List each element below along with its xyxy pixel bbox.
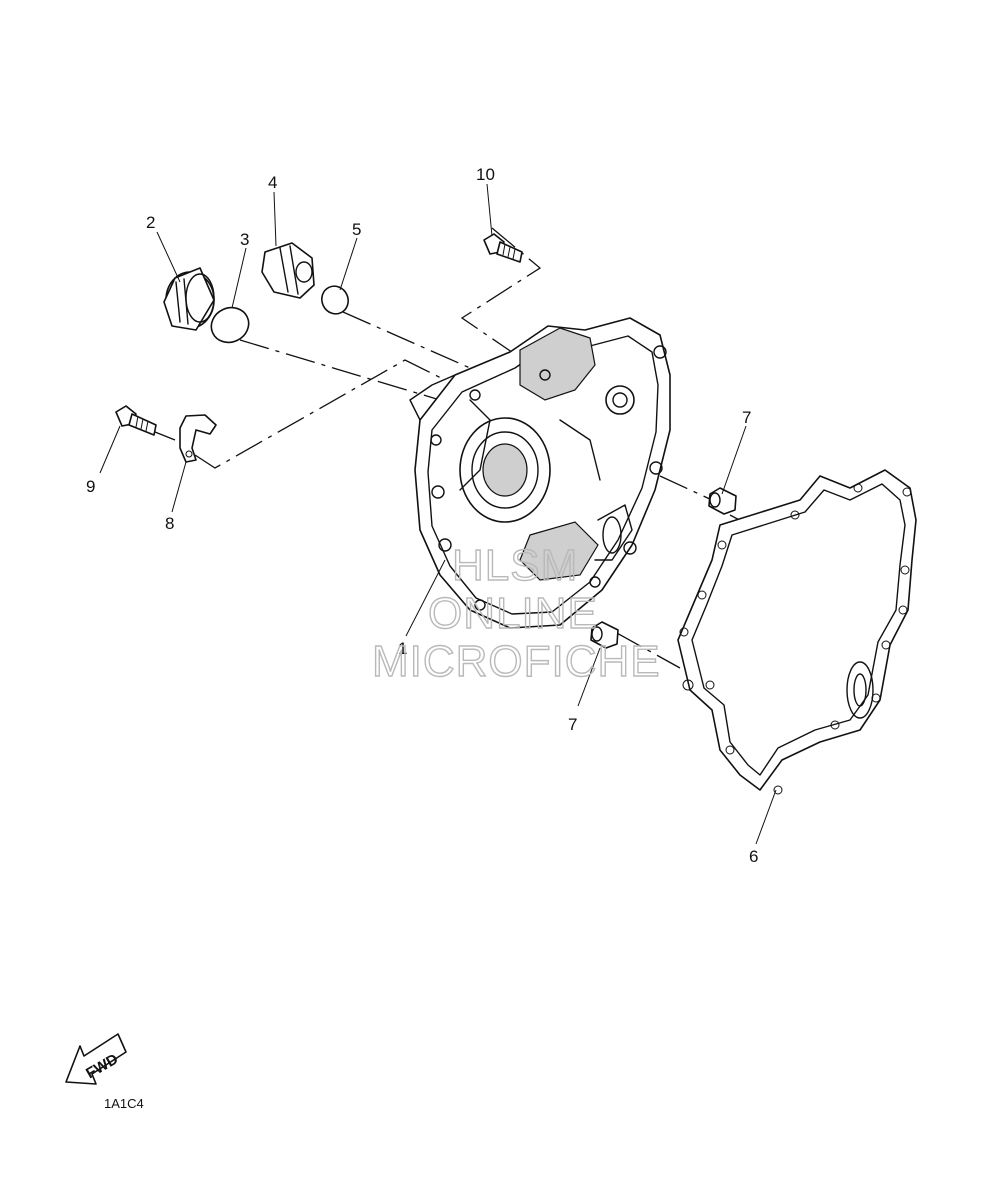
callout-labels: 1 2 3 4 5 6 7 7 8 9 10: [86, 165, 758, 866]
callout-7-upper: 7: [742, 408, 751, 427]
callout-7-lower: 7: [568, 715, 577, 734]
bolt-left: [115, 405, 157, 436]
callout-8: 8: [165, 514, 174, 533]
cover-gasket: [677, 469, 917, 795]
callout-6: 6: [749, 847, 758, 866]
clamp: [179, 414, 217, 463]
callout-2: 2: [146, 213, 155, 232]
fwd-arrow-icon: FWD: [65, 1033, 127, 1085]
watermark: HLSM ONLINE MICROFICHE: [371, 540, 661, 686]
watermark-line-2: ONLINE: [428, 589, 598, 638]
callout-10: 10: [476, 165, 495, 184]
watermark-line-3: MICROFICHE: [372, 637, 661, 686]
plug: [163, 267, 215, 331]
watermark-line-1: HLSM: [452, 541, 578, 590]
diagram-code: 1A1C4: [104, 1096, 144, 1111]
o-ring-large: [210, 306, 250, 344]
plug-small: [261, 242, 315, 299]
callout-5: 5: [352, 220, 361, 239]
callout-1: 1: [398, 639, 407, 658]
dowel-pin-upper: [708, 487, 737, 515]
leader-lines: [99, 183, 777, 845]
callout-9: 9: [86, 477, 95, 496]
callout-3: 3: [240, 230, 249, 249]
dowel-pin-lower: [590, 621, 619, 649]
o-ring-small: [321, 285, 349, 315]
crankcase-cover: [409, 317, 671, 629]
callout-4: 4: [268, 173, 277, 192]
bolt-top: [483, 233, 523, 263]
diagram-code-text: 1A1C4: [104, 1096, 144, 1111]
